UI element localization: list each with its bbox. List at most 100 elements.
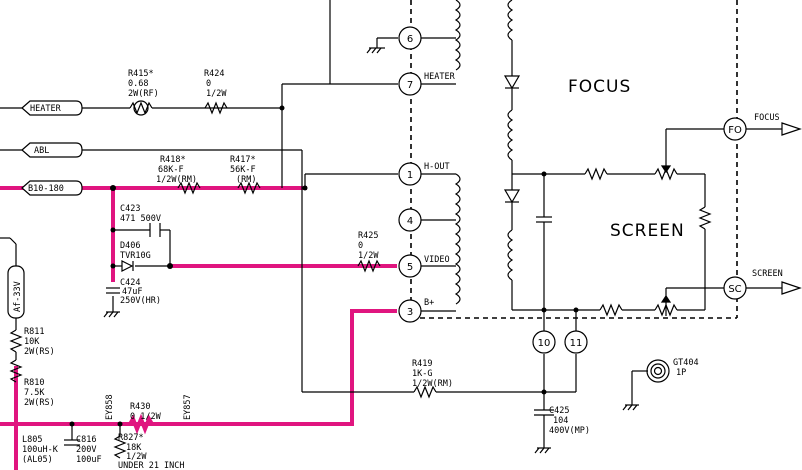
r417-label: R417* 56K-F (RM)	[230, 155, 256, 185]
pin-label-hout: H-OUT	[424, 162, 450, 172]
gt404-terminal	[646, 359, 670, 383]
svg-text:R417*: R417*	[230, 155, 256, 165]
svg-text:400V(MP): 400V(MP)	[549, 426, 590, 436]
svg-text:0.68: 0.68	[128, 79, 148, 89]
output-focus-label: FOCUS	[754, 113, 780, 123]
screen-title: SCREEN	[610, 221, 685, 241]
svg-text:D406: D406	[120, 241, 140, 251]
r430-label: R430 0 1/2W	[130, 402, 162, 422]
svg-text:(RM): (RM)	[236, 175, 256, 185]
svg-text:11: 11	[570, 338, 583, 349]
svg-text:R419: R419	[412, 359, 432, 369]
connector-abl: ABL	[21, 142, 83, 158]
resistors	[9, 100, 437, 459]
pin-11: 11	[564, 330, 588, 354]
pin-3: 3	[398, 299, 422, 323]
svg-text:10: 10	[538, 338, 551, 349]
svg-text:0: 0	[358, 241, 363, 251]
svg-text:R418*: R418*	[160, 155, 186, 165]
d406-label: D406 TVR10G	[120, 241, 151, 261]
gt404-label: GT404 1P	[673, 358, 699, 378]
transformer-windings	[411, 0, 802, 395]
r419-label: R419 1K-G 1/2W(RM)	[412, 359, 453, 389]
svg-text:104: 104	[553, 416, 568, 426]
svg-text:ABL: ABL	[34, 146, 49, 156]
r424-label: R424 0 1/2W	[204, 69, 227, 99]
pin-7: 7	[398, 72, 422, 96]
svg-text:R430: R430	[130, 402, 150, 412]
pin-sc: SC	[723, 276, 747, 300]
pin-label-heater: HEATER	[424, 72, 456, 82]
svg-text:0 1/2W: 0 1/2W	[130, 412, 162, 422]
c424-label: C424 47uF 250V(HR)	[120, 278, 161, 306]
svg-text:C425: C425	[549, 406, 569, 416]
svg-text:Af-33V: Af-33V	[13, 281, 23, 312]
output-screen-label: SCREEN	[752, 269, 783, 279]
svg-text:FO: FO	[728, 125, 742, 136]
svg-text:2W(RS): 2W(RS)	[24, 398, 55, 408]
svg-text:47uF: 47uF	[122, 287, 142, 297]
svg-text:TVR10G: TVR10G	[120, 251, 151, 261]
svg-text:1/2W: 1/2W	[206, 89, 227, 99]
svg-text:C424: C424	[120, 278, 140, 288]
svg-text:B10-180: B10-180	[28, 184, 64, 194]
svg-text:1/2W: 1/2W	[126, 452, 147, 462]
r810-label: R810 7.5K 2W(RS)	[24, 378, 55, 408]
pin-1: 1	[398, 162, 422, 186]
svg-text:UNDER 21 INCH: UNDER 21 INCH	[118, 461, 185, 470]
svg-text:1/2W(RM): 1/2W(RM)	[412, 379, 453, 389]
svg-text:3: 3	[407, 307, 413, 318]
svg-text:R811: R811	[24, 327, 44, 337]
r425-label: R425 0 1/2W	[358, 231, 379, 261]
svg-text:L805: L805	[22, 435, 42, 445]
svg-text:R810: R810	[24, 378, 44, 388]
svg-text:R425: R425	[358, 231, 378, 241]
capacitors-diodes	[64, 223, 161, 446]
svg-text:1K-G: 1K-G	[412, 369, 432, 379]
svg-text:GT404: GT404	[673, 358, 699, 368]
r811-label: R811 10K 2W(RS)	[24, 327, 55, 357]
svg-text:4: 4	[407, 216, 413, 227]
connector-af33v: Af-33V	[7, 265, 25, 319]
svg-text:6: 6	[407, 34, 413, 45]
svg-text:100uH-K: 100uH-K	[22, 445, 59, 455]
svg-text:R424: R424	[204, 69, 224, 79]
svg-text:5: 5	[407, 262, 413, 273]
svg-text:SC: SC	[728, 284, 741, 295]
svg-text:(AL05): (AL05)	[22, 455, 53, 465]
ey857-label: EY857	[183, 394, 193, 420]
svg-text:2W(RS): 2W(RS)	[24, 347, 55, 357]
svg-text:1/2W: 1/2W	[358, 251, 379, 261]
connector-b110: B10-180	[21, 180, 83, 196]
wires	[0, 0, 648, 454]
c423-label: C423 471 500V	[120, 204, 161, 224]
svg-text:7: 7	[407, 80, 413, 91]
r827-label: R827* 18K 1/2W UNDER 21 INCH	[118, 433, 185, 470]
connector-heater: HEATER	[21, 100, 83, 116]
svg-text:200V: 200V	[76, 445, 96, 455]
svg-text:0: 0	[206, 79, 211, 89]
pin-4: 4	[398, 208, 422, 232]
svg-text:1P: 1P	[676, 368, 686, 378]
svg-text:18K: 18K	[126, 443, 142, 453]
svg-text:56K-F: 56K-F	[230, 165, 256, 175]
svg-text:1: 1	[407, 170, 413, 181]
r418-label: R418* 68K-F 1/2W(RM)	[156, 155, 197, 185]
pin-fo: FO	[723, 117, 747, 141]
svg-text:250V(HR): 250V(HR)	[120, 296, 161, 306]
r415-label: R415* 0.68 2W(RF)	[128, 69, 159, 99]
svg-text:R827*: R827*	[118, 433, 144, 443]
svg-text:100uF: 100uF	[76, 455, 102, 465]
pin-label-bplus: B+	[424, 298, 434, 308]
svg-text:C423: C423	[120, 204, 140, 214]
svg-text:471 500V: 471 500V	[120, 214, 161, 224]
svg-text:HEATER: HEATER	[30, 104, 62, 114]
c425-label: C425 104 400V(MP)	[549, 406, 590, 436]
l805-label: L805 100uH-K (AL05)	[22, 435, 59, 465]
svg-text:1/2W(RM): 1/2W(RM)	[156, 175, 197, 185]
pin-5: 5	[398, 254, 422, 278]
pin-6: 6	[398, 26, 422, 50]
c816-label: C816 200V 100uF	[76, 435, 102, 465]
highlighted-nets	[0, 186, 397, 470]
